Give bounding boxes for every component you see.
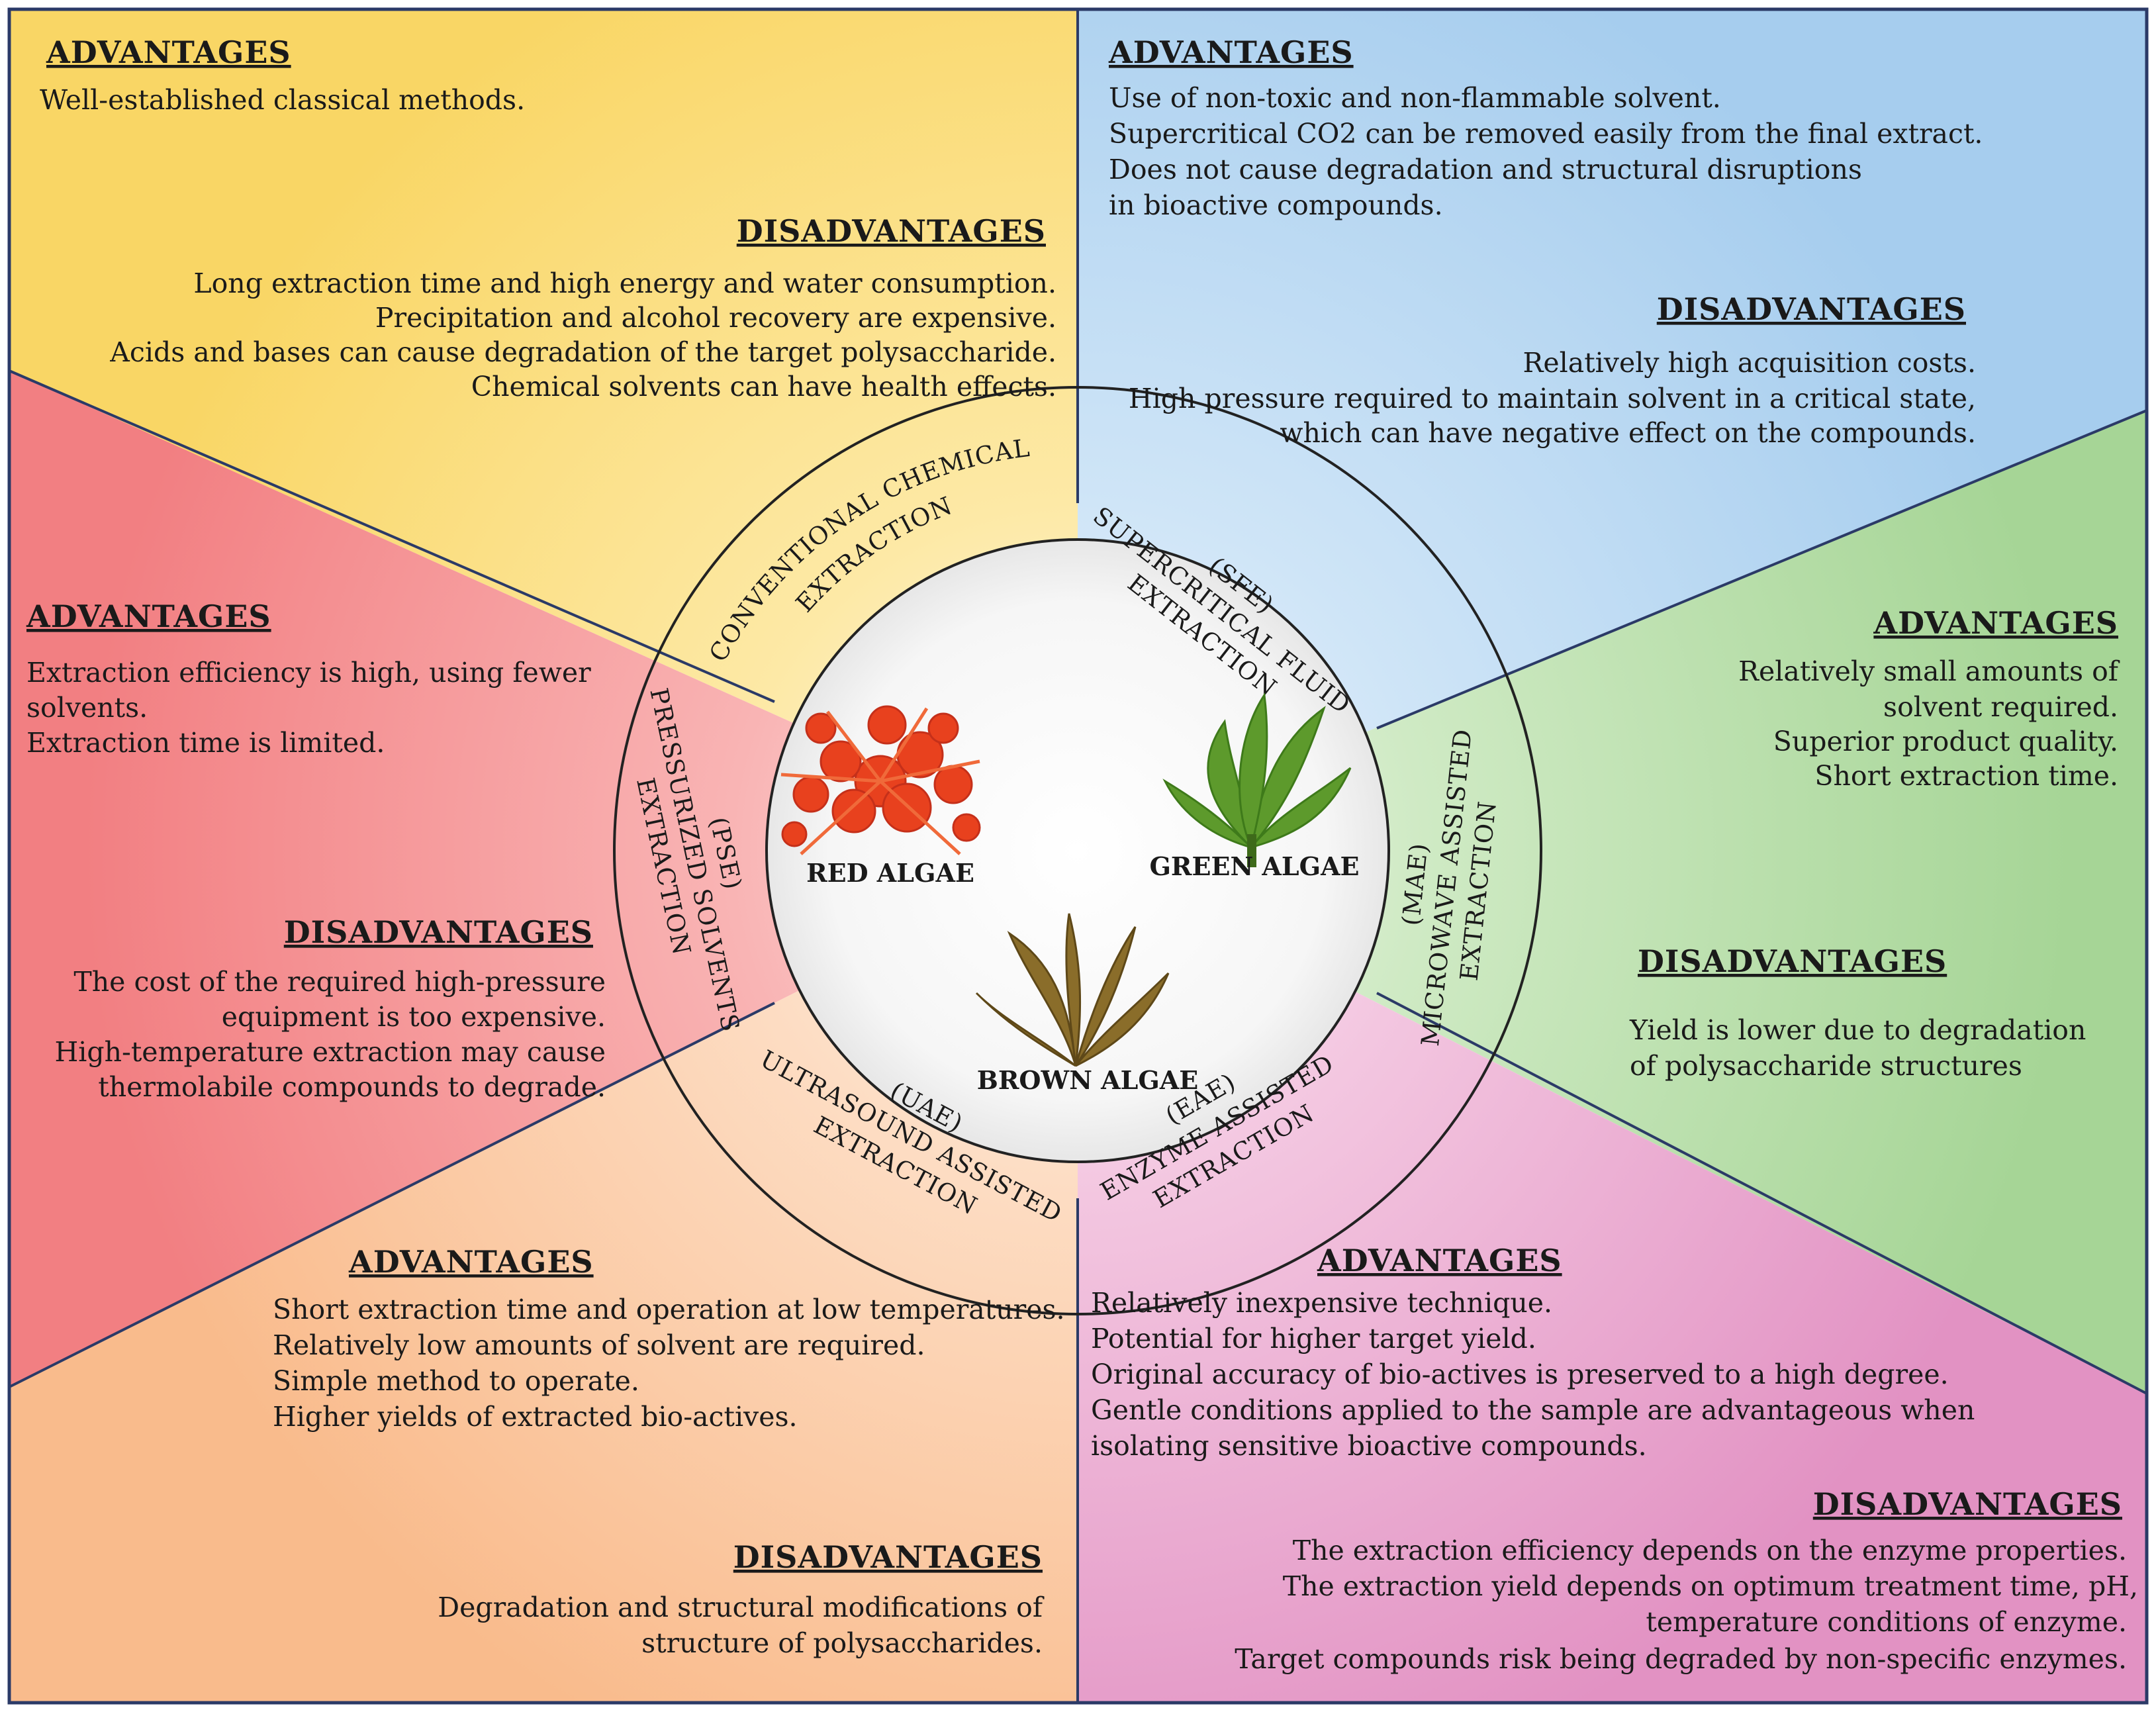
pse-disadvantage-4: thermolabile compounds to degrade.: [98, 1071, 606, 1103]
uae-advantage-1: Short extraction time and operation at l…: [273, 1294, 1065, 1325]
eae-advantage-1: Relatively inexpensive technique.: [1091, 1287, 1552, 1319]
sector-supercritical-fluid: [1078, 9, 2147, 851]
pse-advantage-2: solvents.: [26, 692, 148, 724]
chem-disadvantages: DISADVANTAGES Long extraction time and h…: [109, 213, 1056, 403]
uae-advantages: ADVANTAGES Short extraction time and ope…: [273, 1244, 1065, 1433]
eae-advantage-4: Gentle conditions applied to the sample …: [1091, 1394, 1975, 1426]
chem-advantages-heading: ADVANTAGES: [46, 34, 291, 70]
pse-disadvantages-heading: DISADVANTAGES: [284, 914, 593, 950]
chem-disadvantage-4: Chemical solvents can have health effect…: [471, 371, 1056, 403]
uae-advantage-3: Simple method to operate.: [273, 1365, 639, 1397]
brown-algae-label: BROWN ALGAE: [977, 1065, 1199, 1095]
uae-disadvantages-heading: DISADVANTAGES: [733, 1539, 1043, 1575]
sfe-disadvantage-3: which can have negative effect on the co…: [1280, 417, 1976, 449]
pse-advantage-1: Extraction efficiency is high, using few…: [26, 657, 591, 689]
pse-advantages-heading: ADVANTAGES: [26, 598, 271, 634]
sfe-disadvantages: DISADVANTAGES Relatively high acquisitio…: [1129, 291, 1976, 449]
sfe-disadvantage-1: Relatively high acquisition costs.: [1523, 347, 1977, 379]
sector-backgrounds: [9, 9, 2147, 1703]
eae-disadvantage-2: The extraction yield depends on optimum …: [1283, 1570, 2138, 1602]
chem-disadvantage-3: Acids and bases can cause degradation of…: [109, 336, 1056, 368]
sector-conventional-chemical: [9, 9, 1078, 851]
sfe-advantages-heading: ADVANTAGES: [1108, 34, 1354, 70]
green-algae-label: GREEN ALGAE: [1149, 851, 1359, 881]
chem-disadvantage-2: Precipitation and alcohol recovery are e…: [375, 302, 1056, 334]
pse-disadvantage-1: The cost of the required high-pressure: [73, 966, 606, 998]
uae-disadvantages: DISADVANTAGES Degradation and structural…: [438, 1539, 1045, 1659]
eae-disadvantages-heading: DISADVANTAGES: [1813, 1486, 2122, 1522]
mae-disadvantages: DISADVANTAGES Yield is lower due to degr…: [1629, 943, 2086, 1082]
divider-upper-left: [9, 369, 775, 703]
eae-disadvantage-4: Target compounds risk being degraded by …: [1235, 1643, 2127, 1675]
chem-disadvantage-1: Long extraction time and high energy and…: [193, 267, 1056, 299]
green-algae-icon: [1162, 692, 1352, 867]
mae-advantages-heading: ADVANTAGES: [1873, 605, 2118, 641]
brown-algae-icon: [975, 913, 1170, 1067]
pse-disadvantage-2: equipment is too expensive.: [222, 1001, 606, 1033]
sfe-disadvantages-heading: DISADVANTAGES: [1657, 291, 1966, 327]
uae-advantage-2: Relatively low amounts of solvent are re…: [273, 1329, 925, 1361]
eae-advantage-5: isolating sensitive bioactive compounds.: [1091, 1430, 1647, 1462]
sfe-advantage-4: in bioactive compounds.: [1109, 189, 1443, 221]
uae-advantage-4: Higher yields of extracted bio-actives.: [273, 1401, 798, 1433]
sector-enzyme-assisted: [1078, 851, 2147, 1703]
sfe-advantages: ADVANTAGES Use of non-toxic and non-flam…: [1108, 34, 1983, 221]
red-algae-icon: [780, 705, 981, 855]
eae-advantages: ADVANTAGES Relatively inexpensive techni…: [1091, 1243, 1975, 1462]
sfe-advantage-2: Supercritical CO2 can be removed easily …: [1109, 118, 1983, 150]
method-ring: [613, 386, 1542, 1315]
mae-advantage-3: Superior product quality.: [1773, 726, 2118, 757]
mae-advantage-2: solvent required.: [1883, 691, 2118, 723]
divider-lower-right: [1376, 992, 2147, 1395]
sector-microwave-assisted: [1078, 410, 2147, 1394]
eae-disadvantage-3: temperature conditions of enzyme.: [1646, 1606, 2127, 1638]
eae-advantage-3: Original accuracy of bio-actives is pres…: [1091, 1358, 1949, 1390]
mae-advantages: ADVANTAGES Relatively small amounts of s…: [1738, 605, 2120, 792]
uae-disadvantage-1: Degradation and structural modifications…: [438, 1592, 1045, 1623]
pse-disadvantages: DISADVANTAGES The cost of the required h…: [54, 914, 606, 1103]
sfe-disadvantage-2: High pressure required to maintain solve…: [1129, 383, 1976, 414]
divider-lower-left: [9, 1002, 775, 1388]
chem-advantages: ADVANTAGES Well-established classical me…: [40, 34, 525, 116]
sfe-advantage-1: Use of non-toxic and non-flammable solve…: [1109, 82, 1721, 114]
chem-advantage-1: Well-established classical methods.: [40, 84, 525, 116]
pse-disadvantage-3: High-temperature extraction may cause: [54, 1036, 606, 1068]
sfe-advantage-3: Does not cause degradation and structura…: [1109, 154, 1862, 185]
pse-advantages: ADVANTAGES Extraction efficiency is high…: [26, 598, 591, 759]
sector-ultrasound-assisted: [9, 851, 1078, 1703]
center-disc: [765, 538, 1390, 1163]
chem-disadvantages-heading: DISADVANTAGES: [737, 213, 1046, 249]
mae-advantage-4: Short extraction time.: [1814, 760, 2118, 792]
eae-advantages-heading: ADVANTAGES: [1317, 1243, 1562, 1278]
eae-advantage-2: Potential for higher target yield.: [1091, 1323, 1536, 1355]
mae-disadvantage-1: Yield is lower due to degradation: [1629, 1014, 2086, 1046]
sector-pressurized-solvents: [9, 371, 1078, 1387]
eae-disadvantages: DISADVANTAGES The extraction efficiency …: [1235, 1486, 2138, 1675]
outer-frame: [7, 7, 2149, 1705]
uae-advantages-heading: ADVANTAGES: [348, 1244, 594, 1280]
mae-advantage-1: Relatively small amounts of: [1738, 655, 2120, 687]
red-algae-label: RED ALGAE: [806, 858, 974, 888]
mae-disadvantage-2: of polysaccharide structures: [1630, 1050, 2022, 1082]
eae-disadvantage-1: The extraction efficiency depends on the…: [1293, 1535, 2127, 1566]
uae-disadvantage-2: structure of polysaccharides.: [641, 1627, 1043, 1659]
mae-disadvantages-heading: DISADVANTAGES: [1638, 943, 1947, 979]
pse-advantage-3: Extraction time is limited.: [26, 727, 385, 759]
